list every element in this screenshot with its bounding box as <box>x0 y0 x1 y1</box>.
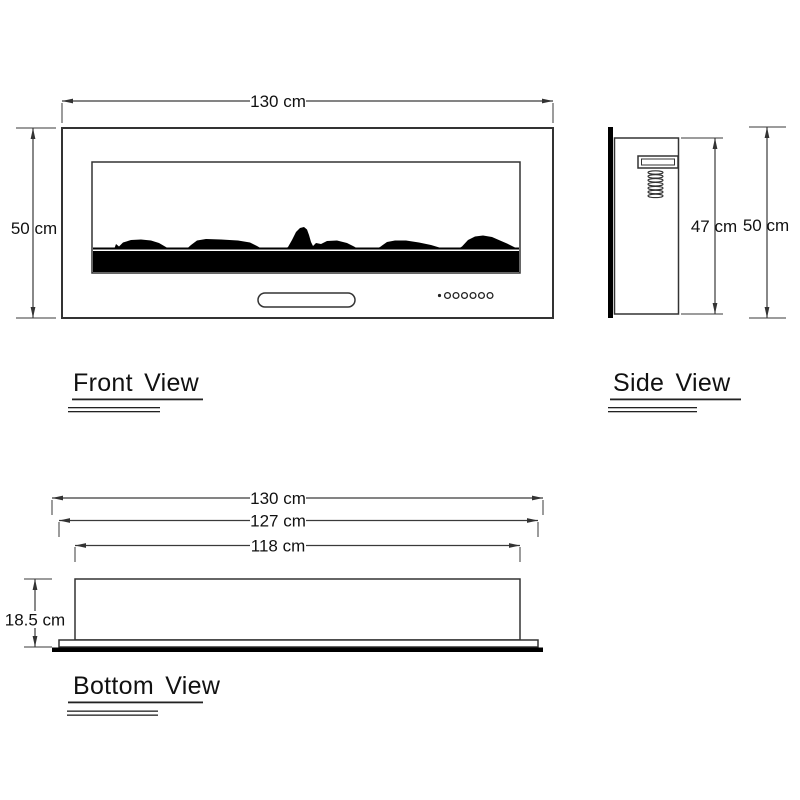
side-body-height-dim-label: 47 cm <box>691 217 737 236</box>
bottom-base-plate <box>58 639 539 648</box>
label-underline <box>68 701 203 704</box>
bottom-body-width-dimension: 118 cm <box>74 537 521 562</box>
mount-coil <box>647 170 664 199</box>
control-button-dot <box>460 291 469 300</box>
bottom-body-width-dim-label: 118 cm <box>251 537 306 556</box>
label-underline <box>68 411 160 413</box>
label-underline <box>72 398 203 401</box>
control-button-dot <box>452 291 460 300</box>
side-vent-inner <box>641 158 675 166</box>
bottom-base-width-dim-label: 127 cm <box>250 512 306 531</box>
front-width-dim-label: 130 cm <box>250 92 306 111</box>
bottom-depth-dim-label: 18.5 cm <box>5 611 65 630</box>
bottom-view-caption: Bottom View <box>67 672 221 716</box>
control-button-dot <box>469 291 477 300</box>
side-overall-height-dim-label: 50 cm <box>743 216 789 235</box>
label-underline <box>608 411 697 413</box>
front-width-dimension: 130 cm <box>61 92 554 123</box>
label-underline <box>610 398 741 401</box>
bottom-depth-dimension: 18.5 cm <box>5 578 65 648</box>
side-body-height-dimension: 47 cm <box>681 137 737 315</box>
bottom-view: 130 cm 127 cm 118 cm 18.5 cm <box>5 489 544 716</box>
side-view-caption: Side View <box>608 369 741 413</box>
control-buttons <box>437 291 494 300</box>
control-button-dot <box>443 291 452 300</box>
bottom-view-label: Bottom View <box>73 672 221 700</box>
label-underline <box>608 407 697 409</box>
wall-mount-plate <box>608 127 613 318</box>
front-height-dim-label: 50 cm <box>11 219 57 238</box>
front-view-caption: Front View <box>68 369 203 413</box>
dim-label-mask <box>250 92 306 109</box>
bottom-overall-width-dimension: 130 cm <box>51 489 544 515</box>
control-button-dot <box>477 291 486 300</box>
label-underline <box>67 714 158 716</box>
bottom-base-width-dimension: 127 cm <box>58 512 539 537</box>
front-view: 130 cm 50 cm <box>11 92 554 413</box>
control-button-dot <box>486 291 494 300</box>
bottom-overall-width-dim-label: 130 cm <box>250 489 306 508</box>
front-height-dimension: 50 cm <box>11 127 57 319</box>
handle-slot <box>257 292 356 308</box>
side-overall-height-dimension: 50 cm <box>743 126 789 319</box>
bottom-front-glass-edge <box>52 647 543 652</box>
front-view-label: Front View <box>73 369 200 397</box>
bottom-body <box>74 578 521 641</box>
side-view: 47 cm 50 cm Side View <box>608 126 789 413</box>
label-underline <box>67 710 158 712</box>
power-dot <box>437 293 442 298</box>
label-underline <box>68 407 160 409</box>
logs-silhouette <box>93 227 519 272</box>
side-view-label: Side View <box>613 369 731 397</box>
